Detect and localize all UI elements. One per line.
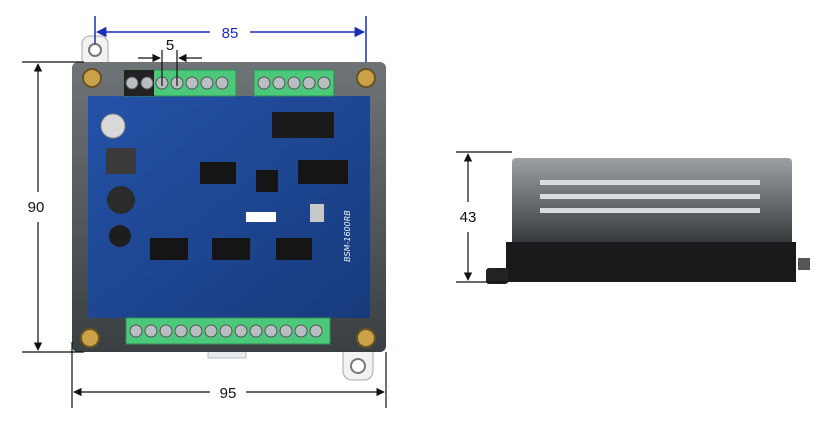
dimension-label-height: 90 — [28, 199, 45, 216]
board-model-label: BSM-1600RB — [343, 210, 352, 262]
dimension-label-width-top: 85 — [222, 25, 239, 42]
corner-screws — [80, 68, 376, 348]
side-foot-left — [486, 268, 508, 284]
dimension-label-width-bottom: 95 — [220, 385, 237, 402]
side-foot-right — [798, 258, 810, 270]
dimension-side-43: 43 — [456, 151, 512, 283]
dimension-label-side-height: 43 — [460, 209, 477, 226]
front-view: BSM-1600RB — [72, 35, 386, 381]
side-transparent-cover — [512, 158, 792, 248]
side-base — [506, 242, 796, 282]
dimension-label-pitch: 5 — [166, 37, 174, 54]
dimension-width-95: 95 — [71, 342, 387, 408]
board-components — [100, 112, 348, 260]
dimension-height-90: 90 — [22, 61, 84, 353]
terminal-screws-top — [125, 76, 331, 90]
dimension-width-85: 85 — [94, 16, 367, 62]
dimension-pitch-5: 5 — [138, 37, 202, 86]
side-view — [486, 158, 810, 284]
terminal-screws-bottom — [129, 324, 323, 338]
